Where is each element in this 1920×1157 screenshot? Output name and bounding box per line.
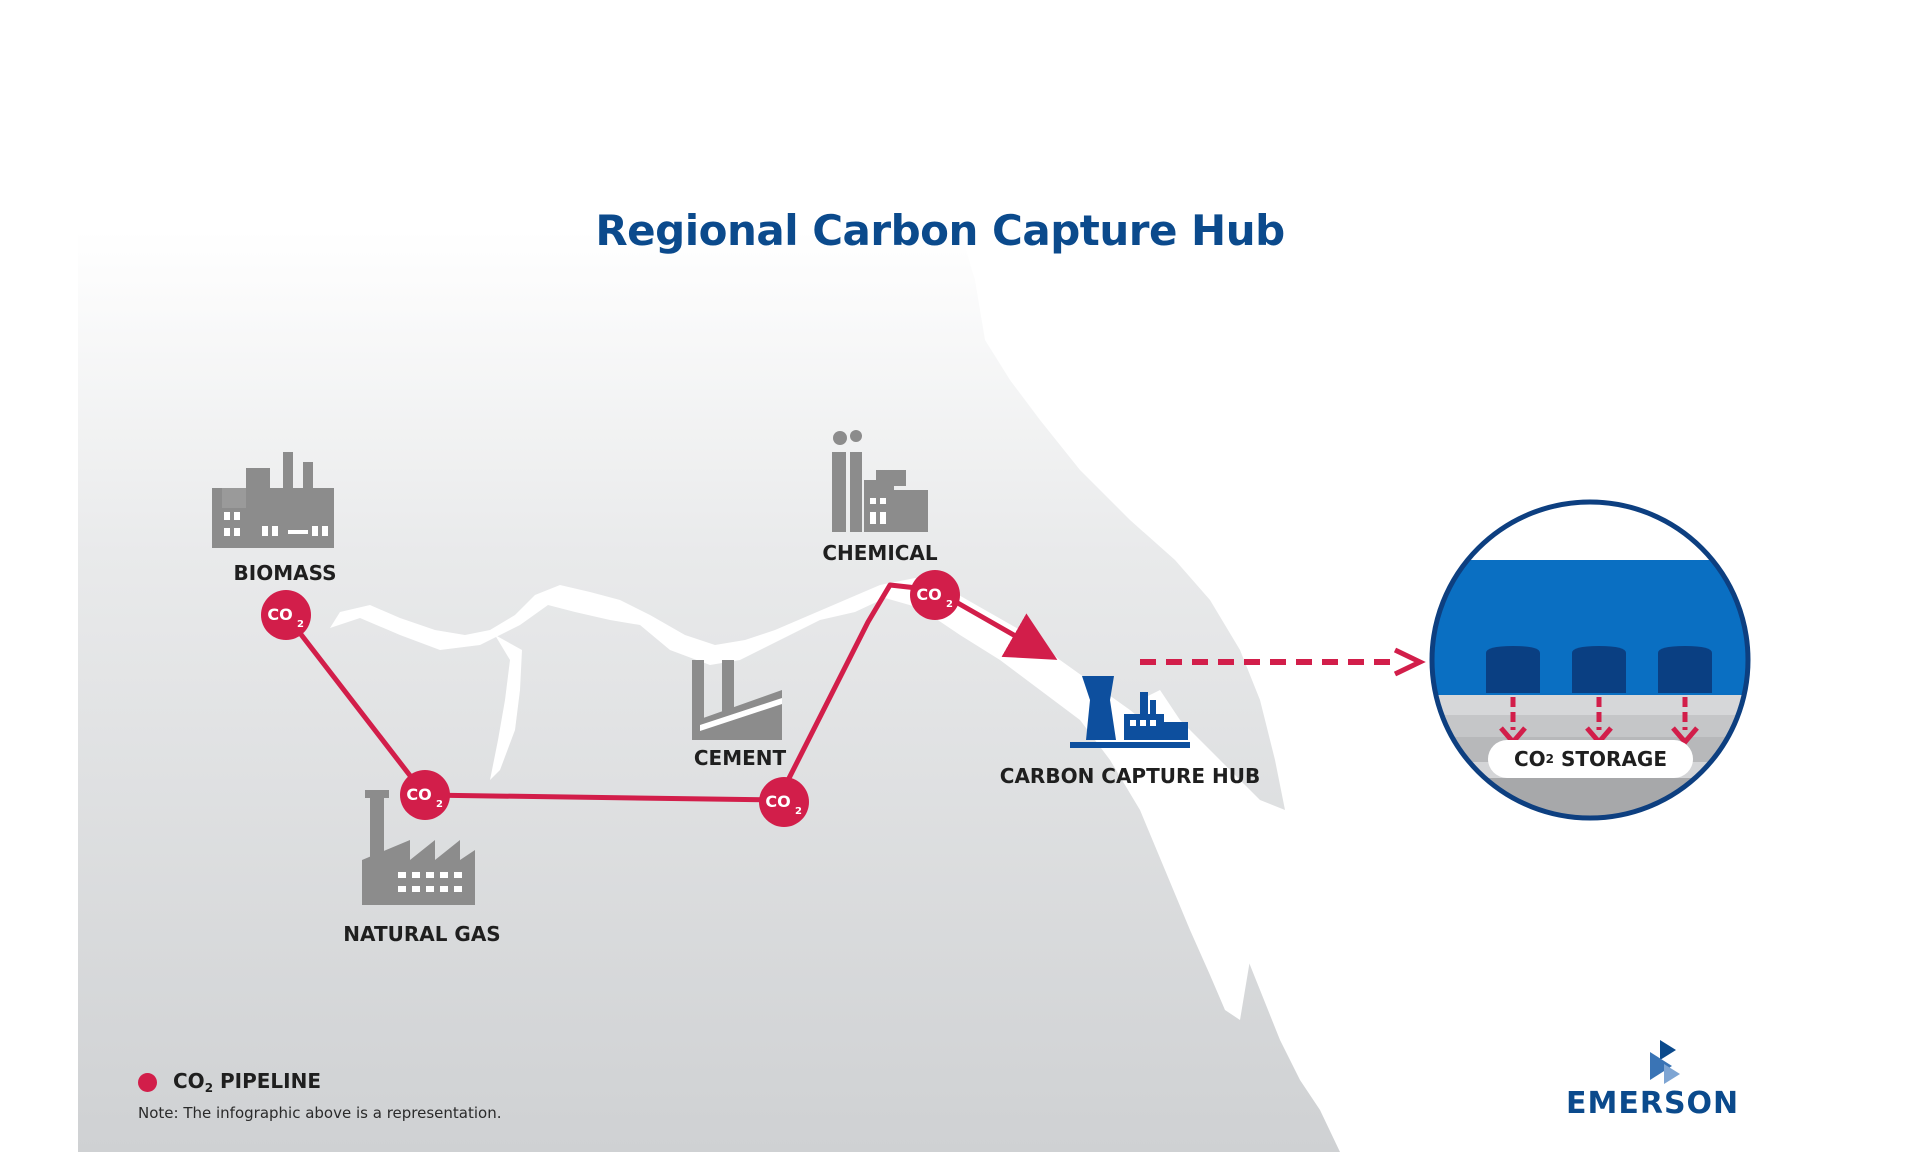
page-title: Regional Carbon Capture Hub bbox=[595, 206, 1285, 255]
transfer-arrowhead bbox=[1393, 647, 1426, 677]
co2-marker-text: CO bbox=[406, 785, 431, 804]
legend: CO2 PIPELINE bbox=[138, 1069, 321, 1095]
label-biomass: BIOMASS bbox=[233, 561, 337, 585]
river-tributary bbox=[490, 635, 522, 780]
chemical-plant-icon bbox=[832, 430, 928, 532]
biomass-factory-icon bbox=[212, 452, 334, 548]
co2-marker-sub: 2 bbox=[946, 599, 953, 610]
co2-marker-sub: 2 bbox=[795, 806, 802, 817]
storage-suffix: STORAGE bbox=[1561, 747, 1668, 771]
land-mass bbox=[78, 230, 1340, 1152]
co2-marker-text: CO bbox=[267, 605, 292, 624]
label-natural-gas: NATURAL GAS bbox=[343, 922, 501, 946]
co2-marker-cement: CO 2 bbox=[759, 777, 809, 827]
co2-marker-text: CO bbox=[916, 585, 941, 604]
label-carbon-capture-hub: CARBON CAPTURE HUB bbox=[999, 764, 1261, 788]
legend-prefix: CO bbox=[173, 1069, 205, 1093]
co2-marker-chemical: CO 2 bbox=[910, 570, 960, 620]
disclaimer-note: Note: The infographic above is a represe… bbox=[138, 1104, 502, 1122]
co2-pipeline bbox=[284, 582, 936, 803]
co2-marker-biomass: CO 2 bbox=[261, 590, 311, 640]
carbon-capture-hub-icon bbox=[1070, 676, 1190, 748]
legend-sub: 2 bbox=[204, 1081, 214, 1095]
legend-pipeline-swatch bbox=[138, 1072, 157, 1092]
storage-prefix: CO bbox=[1513, 747, 1546, 771]
label-chemical: CHEMICAL bbox=[822, 541, 938, 565]
co2-marker-sub: 2 bbox=[297, 619, 304, 630]
label-cement: CEMENT bbox=[693, 746, 787, 770]
emerson-logo-text: EMERSON bbox=[1566, 1086, 1740, 1121]
storage-circle-border bbox=[1429, 499, 1751, 821]
co2-marker-text: CO bbox=[765, 792, 790, 811]
cement-factory-icon bbox=[692, 660, 782, 740]
legend-suffix: PIPELINE bbox=[220, 1069, 322, 1093]
co2-marker-natural-gas: CO 2 bbox=[400, 770, 450, 820]
natural-gas-factory-icon bbox=[362, 790, 475, 905]
co2-marker-sub: 2 bbox=[436, 799, 443, 810]
legend-pipeline-label: CO2 PIPELINE bbox=[173, 1069, 321, 1095]
storage-sub: 2 bbox=[1545, 752, 1555, 766]
emerson-logo-icon bbox=[1650, 1040, 1680, 1084]
